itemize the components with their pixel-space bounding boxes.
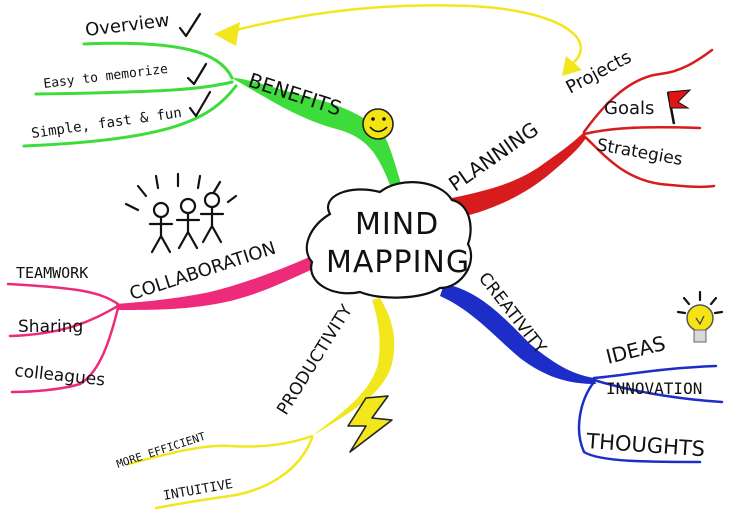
light-bulb-icon <box>676 290 724 343</box>
collaboration-item: Sharing <box>18 317 83 337</box>
creativity-item: IDEAS <box>603 331 667 369</box>
branch-collaboration-trunk <box>116 254 320 310</box>
connector-arrow <box>214 3 583 76</box>
branch-benefits-sub-line <box>82 41 234 80</box>
branch-benefits: BENEFITS Overview Easy to memorize Simpl… <box>22 10 406 200</box>
planning-item: Strategies <box>595 135 684 170</box>
branch-productivity-sub-line <box>154 436 314 510</box>
central-topic-line-2: MAPPING <box>326 245 470 280</box>
check-icon <box>186 62 208 86</box>
creativity-item: INNOVATION <box>606 379 702 398</box>
branch-creativity-sub-line <box>577 380 702 464</box>
collaboration-item: TEAMWORK <box>16 264 88 282</box>
check-icon <box>188 90 212 118</box>
creativity-item: THOUGHTS <box>585 429 706 461</box>
branch-collaboration-sub-line <box>10 306 120 394</box>
branch-planning: PLANNING Projects Goals Strategies <box>444 47 716 218</box>
branch-productivity: PRODUCTIVITY MORE EFFICIENT INTUITIVE <box>115 298 395 510</box>
benefit-item: Overview <box>84 10 171 41</box>
collaboration-item: colleagues <box>13 361 106 390</box>
branch-benefits-sub-line <box>34 80 234 96</box>
branch-collaboration-sub-line <box>8 304 120 338</box>
check-icon <box>178 12 202 38</box>
arrow-tail-icon <box>562 56 582 76</box>
branch-creativity: CREATIVITY IDEAS INNOVATION THOUGHTS <box>440 269 724 464</box>
branch-planning-sub-line <box>582 48 714 134</box>
branch-creativity-sub-line <box>592 378 724 404</box>
central-topic: MIND MAPPING <box>305 181 473 299</box>
branch-productivity-sub-line <box>126 434 314 466</box>
branch-planning-sub-line <box>582 126 702 136</box>
stick-figures-icon <box>124 172 238 254</box>
branch-collaboration-sub-line <box>6 282 120 306</box>
connector-arrow-path <box>234 3 583 66</box>
central-cloud <box>305 181 473 299</box>
flag-icon <box>666 89 692 125</box>
central-topic-line-1: MIND <box>355 207 439 242</box>
branch-planning-trunk <box>452 132 586 218</box>
branch-productivity-trunk <box>312 298 395 436</box>
branch-planning-sub-line <box>582 134 716 189</box>
benefit-item: Easy to memorize <box>43 62 169 92</box>
branch-creativity-trunk <box>440 284 596 384</box>
smiley-face-icon <box>362 108 394 140</box>
branch-creativity-sub-line <box>592 364 718 380</box>
branch-productivity-label: PRODUCTIVITY <box>273 301 357 419</box>
branch-benefits-sub-line <box>22 84 238 148</box>
productivity-item: MORE EFFICIENT <box>115 430 208 471</box>
branch-benefits-trunk <box>232 78 406 200</box>
branch-collaboration: COLLABORATION TEAMWORK Sharing colleague… <box>6 172 320 394</box>
benefit-item: Simple, fast & fun <box>30 105 182 142</box>
arrowhead-icon <box>214 22 240 46</box>
lightning-bolt-icon <box>347 395 393 453</box>
planning-item: Goals <box>604 98 654 119</box>
